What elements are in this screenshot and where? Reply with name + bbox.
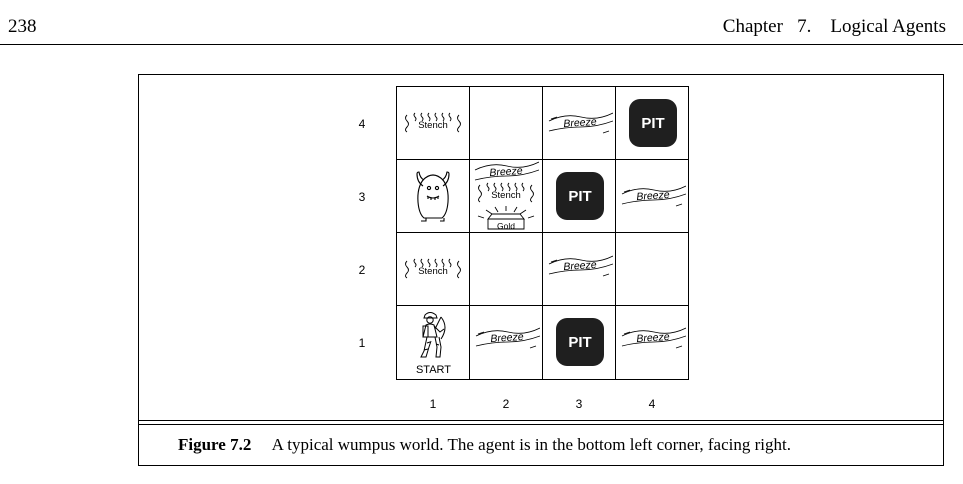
breeze-wave-icon	[475, 327, 540, 349]
cell-4-3: Breeze	[616, 160, 689, 233]
breeze-marker: Breeze	[547, 255, 613, 279]
row-label-2: 2	[358, 263, 366, 277]
col-label-4: 4	[648, 397, 656, 411]
agent-icon	[420, 312, 446, 358]
cell-2-1: Breeze	[470, 306, 543, 379]
gold-marker: Gold	[474, 202, 538, 232]
figure-frame	[138, 74, 944, 466]
cell-2-3: Breeze Stench Gold	[470, 160, 543, 233]
cell-4-4: PIT	[616, 87, 689, 160]
cell-1-3	[397, 160, 470, 233]
row-label-4: 4	[358, 117, 366, 131]
stench-wave-icon	[405, 112, 461, 133]
cell-1-4: Stench	[397, 87, 470, 160]
chapter-title: Chapter 7. Logical Agents	[722, 16, 946, 37]
grid-line	[615, 86, 616, 380]
stench-marker: Stench	[476, 181, 536, 203]
grid-line	[396, 232, 689, 233]
pit: PIT	[556, 172, 604, 220]
caption-rule	[139, 420, 943, 421]
cell-3-3: PIT	[543, 160, 616, 233]
stench-wave-icon	[405, 258, 461, 279]
stench-label: Stench	[418, 120, 448, 131]
col-label-1: 1	[429, 397, 437, 411]
breeze-wave-icon	[621, 327, 686, 349]
breeze-marker: Breeze	[620, 185, 686, 209]
cell-4-2	[616, 233, 689, 306]
gold-bar-icon	[477, 206, 535, 230]
col-label-3: 3	[575, 397, 583, 411]
cell-3-2: Breeze	[543, 233, 616, 306]
gold-label: Gold	[497, 221, 515, 231]
breeze-wave-icon	[621, 185, 686, 207]
breeze-marker: Breeze	[547, 112, 613, 136]
caption-rule	[139, 424, 943, 425]
caption-text: A typical wumpus world. The agent is in …	[271, 435, 791, 454]
breeze-wave-icon	[548, 255, 613, 277]
page-header: 238 Chapter 7. Logical Agents	[0, 0, 963, 46]
pit: PIT	[556, 318, 604, 366]
breeze-marker: Breeze	[473, 161, 539, 185]
figure-number: Figure 7.2	[178, 435, 252, 454]
grid-line	[396, 159, 689, 160]
stench-label: Stench	[491, 190, 521, 201]
cell-4-1: Breeze	[616, 306, 689, 379]
stench-wave-icon	[478, 182, 534, 203]
cell-1-2: Stench	[397, 233, 470, 306]
start-label: START	[415, 364, 452, 376]
cell-2-2	[470, 233, 543, 306]
breeze-marker: Breeze	[474, 327, 540, 351]
header-rule	[0, 44, 963, 45]
breeze-wave-icon	[474, 161, 539, 181]
stench-marker: Stench	[403, 111, 463, 133]
wumpus-icon	[416, 171, 450, 222]
row-label-3: 3	[358, 190, 366, 204]
cell-3-1: PIT	[543, 306, 616, 379]
stench-marker: Stench	[403, 257, 463, 279]
row-label-1: 1	[358, 336, 366, 350]
grid-line	[542, 86, 543, 380]
figure-caption: Figure 7.2 A typical wumpus world. The a…	[178, 435, 791, 455]
cell-2-4	[470, 87, 543, 160]
page-number: 238	[8, 16, 37, 37]
grid-line	[469, 86, 470, 380]
stench-label: Stench	[418, 266, 448, 277]
grid-line	[396, 305, 689, 306]
cell-3-4: Breeze	[543, 87, 616, 160]
breeze-wave-icon	[548, 112, 613, 134]
breeze-marker: Breeze	[620, 327, 686, 351]
col-label-2: 2	[502, 397, 510, 411]
cell-1-1: START	[397, 306, 470, 379]
pit: PIT	[629, 99, 677, 147]
